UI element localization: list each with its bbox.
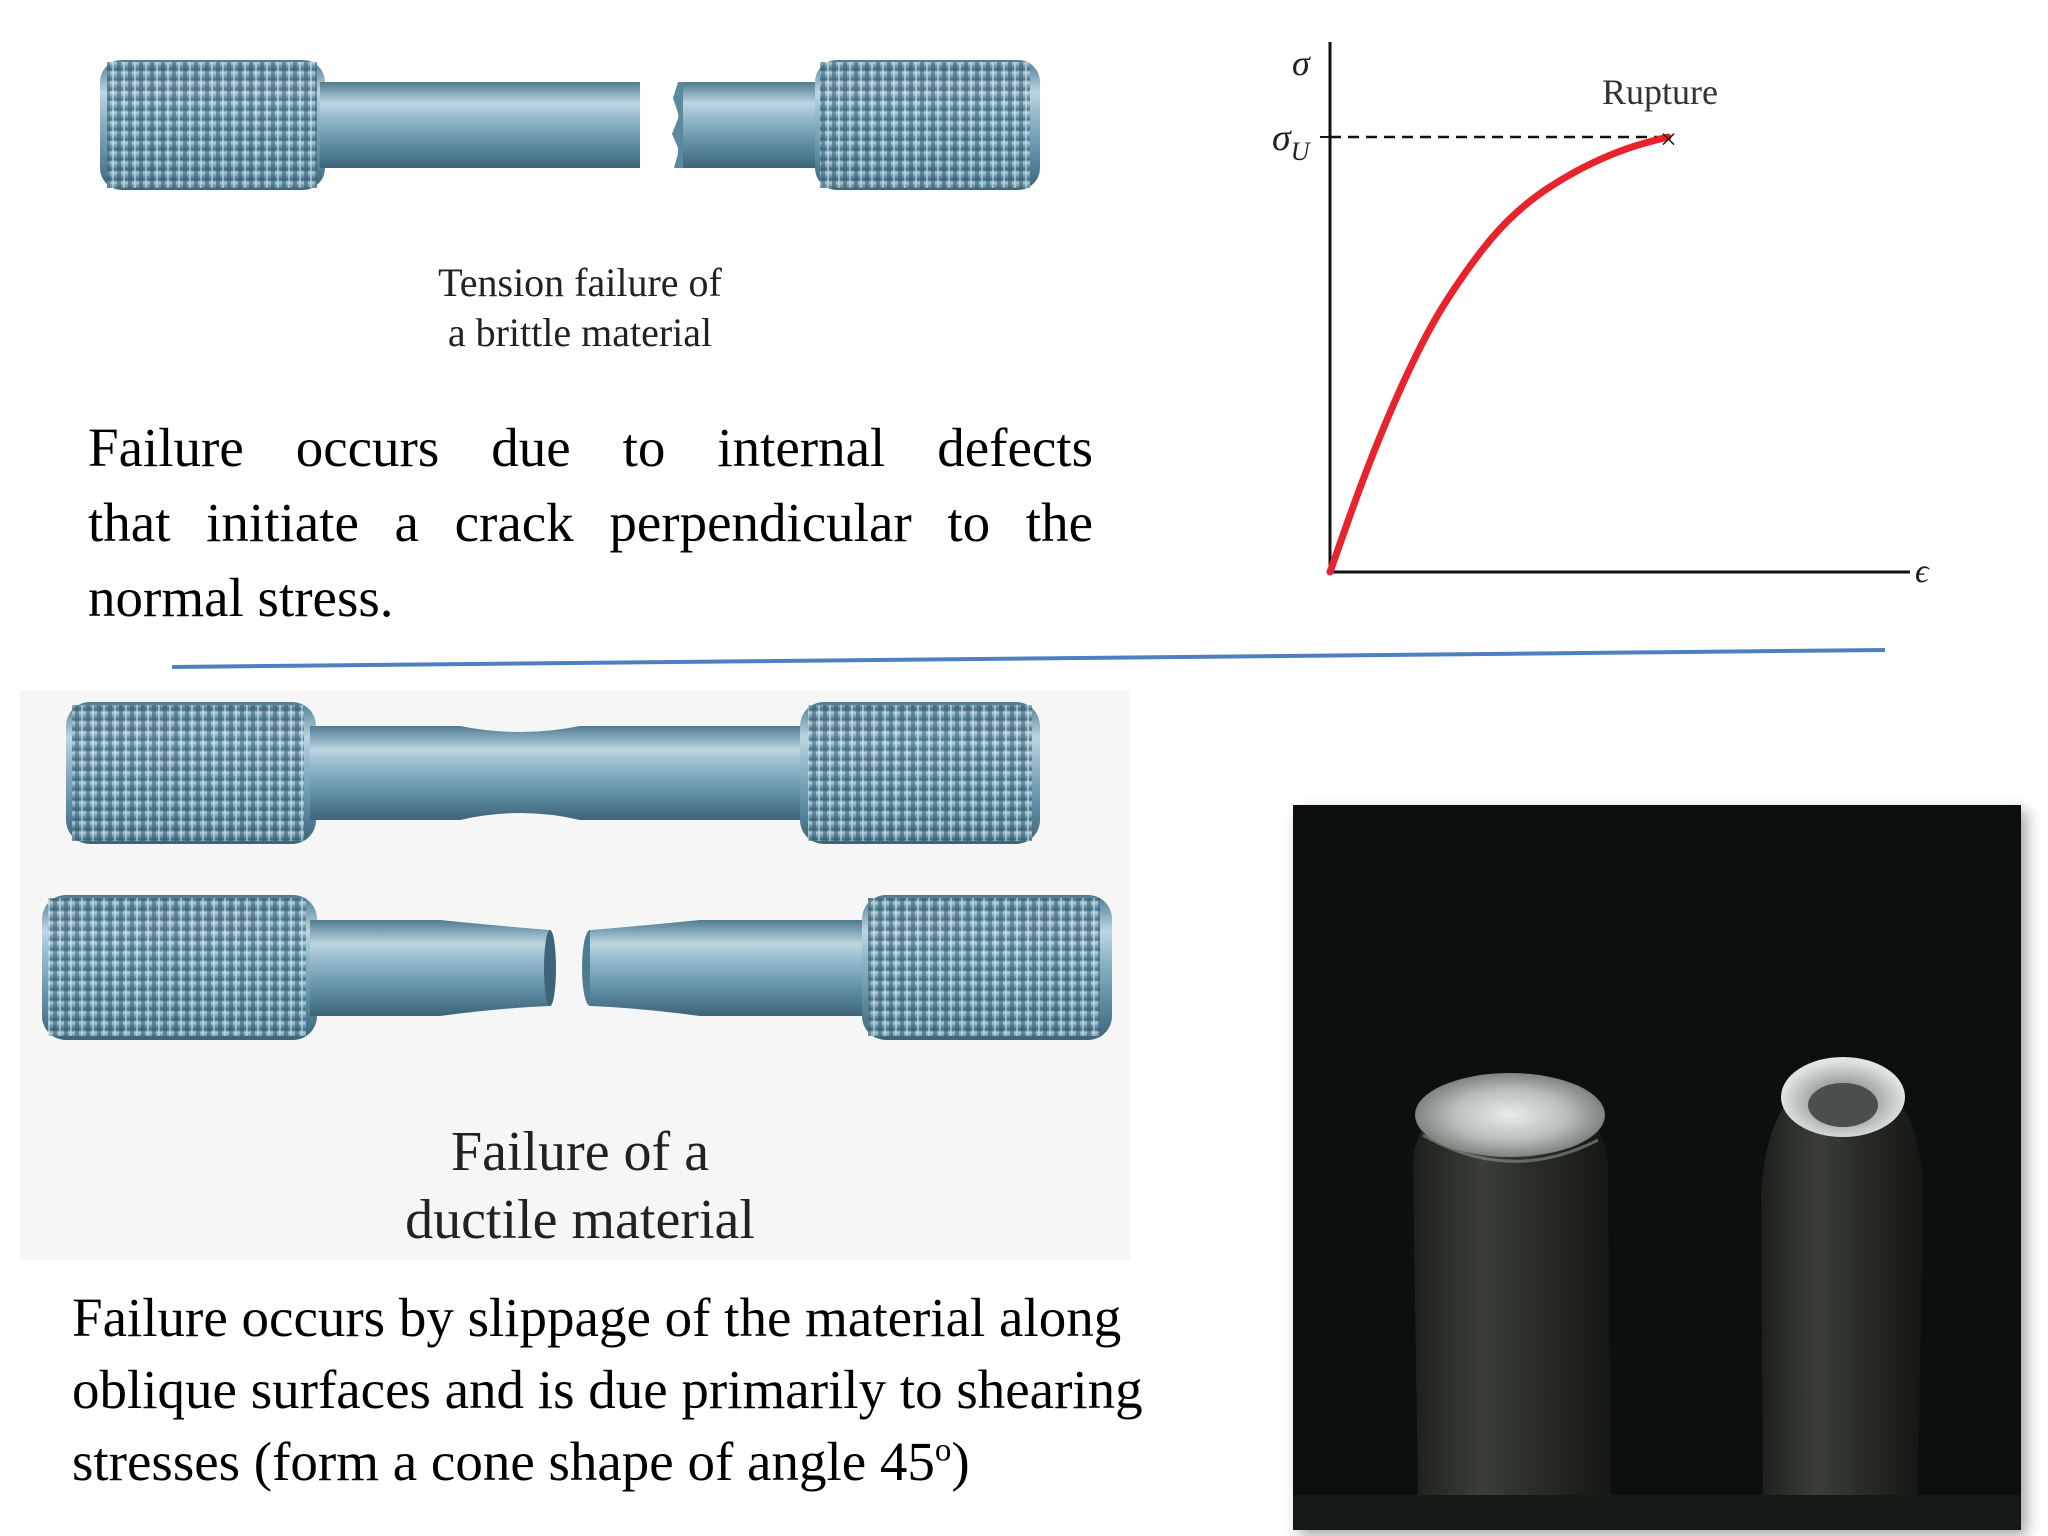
sigma-u-label: σU [1272, 117, 1312, 166]
brittle-text-line-2: that initiate a crack perpendicular to t… [88, 492, 1093, 553]
brittle-description: Failure occurs due to internal defects t… [88, 410, 1093, 635]
rupture-label: Rupture [1602, 72, 1718, 112]
section-divider [171, 648, 1886, 669]
brittle-text-line-1: Failure occurs due to internal defects [88, 417, 1093, 478]
stress-strain-chart: σ σU ϵ Rupture × [1272, 42, 1930, 590]
x-axis-label: ϵ [1915, 553, 1930, 590]
brittle-caption-line-2: a brittle material [447, 310, 713, 355]
rupture-marker: × [1660, 123, 1677, 156]
ductile-caption-line-1: Failure of a [450, 1121, 710, 1183]
brittle-caption-line-1: Tension failure of [438, 260, 722, 305]
stress-strain-curve [1326, 133, 1672, 576]
ductile-text-line-3: stresses (form a cone shape of angle 45o… [72, 1431, 970, 1492]
y-axis-label: σ [1292, 43, 1311, 83]
ductile-text-line-2: oblique surfaces and is due primarily to… [72, 1359, 1143, 1420]
ductile-caption-line-2: ductile material [405, 1189, 755, 1251]
brittle-text-line-3: normal stress. [88, 567, 394, 628]
brittle-caption: Tension failure of a brittle material [330, 258, 830, 358]
cup-cone-fracture-photo [1293, 805, 2021, 1530]
ductile-caption: Failure of a ductile material [330, 1118, 830, 1254]
ductile-description: Failure occurs by slippage of the materi… [72, 1282, 1272, 1498]
ductile-specimen-illustration [20, 690, 1130, 1260]
brittle-specimen-illustration [100, 60, 1040, 190]
ductile-text-line-1: Failure occurs by slippage of the materi… [72, 1287, 1122, 1348]
